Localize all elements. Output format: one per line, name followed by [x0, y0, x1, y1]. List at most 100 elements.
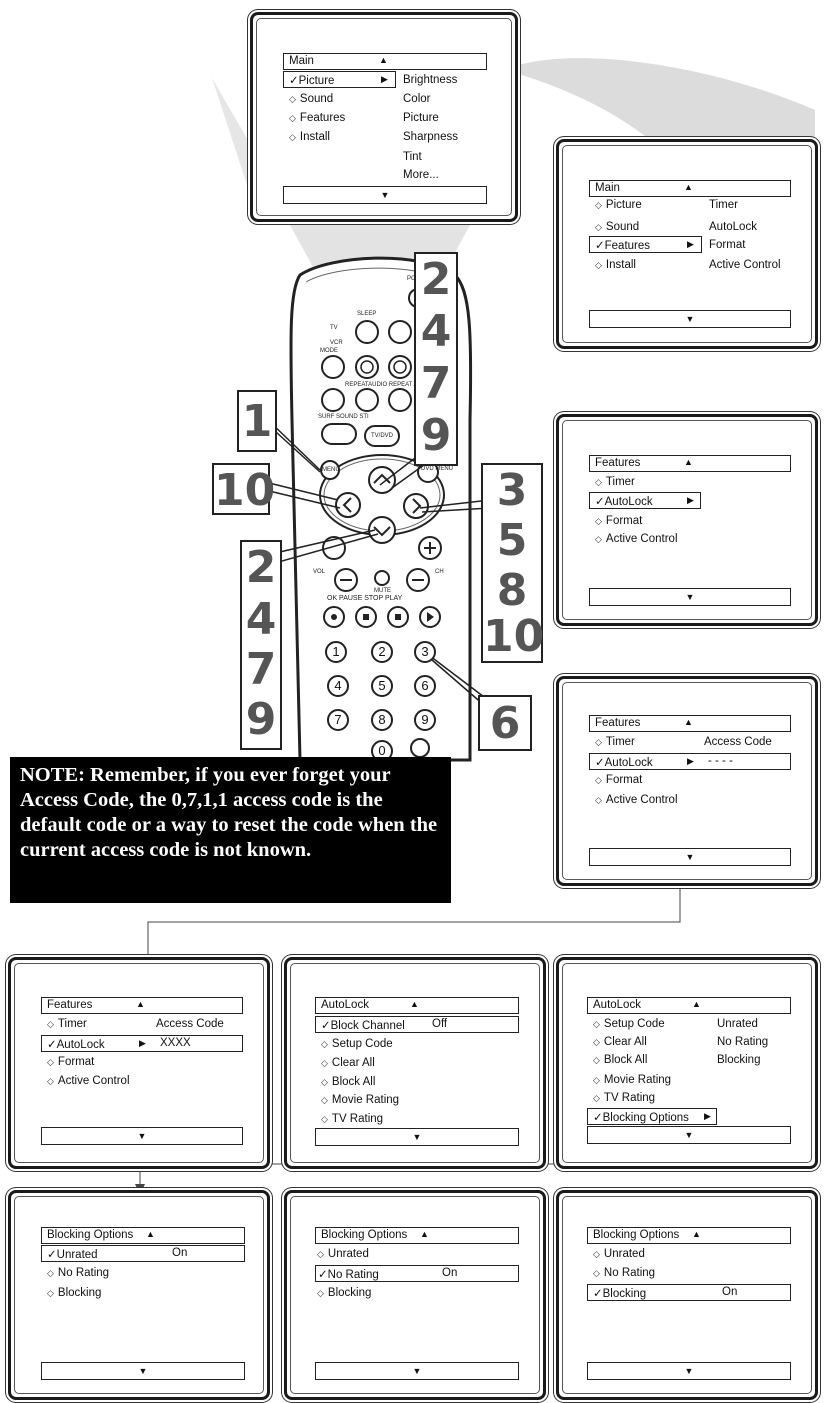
step-callout-6: 6 — [478, 695, 532, 751]
menu-header: Blocking Options▲ — [587, 1227, 791, 1244]
number-key: 9 — [414, 709, 436, 731]
tv-screen-autolock-block-channel: AutoLock▲ ✓Block Channel Off ◇Setup Code… — [284, 957, 546, 1169]
menu-item: ◇Features — [289, 112, 346, 124]
number-key: 5 — [371, 675, 393, 697]
submenu-item: Picture — [403, 112, 439, 124]
menu-item-selected: ✓Blocking On — [587, 1284, 791, 1301]
menu-header: Blocking Options▲ — [315, 1227, 519, 1244]
option-value: On — [442, 1267, 458, 1279]
menu-item: ◇Picture — [595, 199, 642, 211]
tvdvd-label: TV/DVD — [371, 433, 394, 439]
submenu-item: More... — [403, 169, 439, 181]
menu-item: ◇Blocking — [47, 1287, 102, 1299]
tv-screen-access-code-entry: Features▲ ◇Timer Access Code ✓AutoLock ▶… — [556, 676, 818, 886]
menu-header: Blocking Options▲ — [41, 1227, 245, 1244]
tv-screen-blocking-unrated: Blocking Options▲ ✓Unrated On ◇No Rating… — [8, 1190, 270, 1400]
menu-item-selected: ✓Block Channel Off — [315, 1016, 519, 1033]
menu-header: Features▲ — [589, 455, 791, 472]
menu-footer: ▼ — [41, 1362, 245, 1380]
tv-screen-main-picture: Main▲ ✓Picture ▶ ◇Sound ◇Features ◇Insta… — [250, 12, 518, 222]
menu-item-selected: ✓Unrated On — [41, 1245, 245, 1262]
transport-label: OK PAUSE STOP PLAY — [327, 595, 403, 602]
menu-item: ◇Timer — [595, 736, 635, 748]
menu-item-selected: ✓Picture ▶ — [283, 71, 396, 88]
menu-item: ◇Active Control — [595, 794, 678, 806]
sleep-label: SLEEP — [357, 311, 377, 317]
menu-item: ◇Unrated — [317, 1248, 369, 1260]
menu-header: Main▲ — [283, 53, 487, 70]
menu-item: ◇No Rating — [47, 1267, 110, 1279]
number-key: 7 — [327, 709, 349, 731]
menu-label: MENU — [322, 467, 340, 473]
submenu-item: Blocking — [717, 1054, 761, 1066]
submenu-item: AutoLock — [709, 221, 757, 233]
menu-item-selected: ✓AutoLock ▶ — [589, 492, 701, 509]
submenu-item: Tint — [403, 151, 422, 163]
tv-label: TV — [330, 325, 338, 331]
access-code-label: Access Code — [704, 736, 772, 748]
number-key: 6 — [414, 675, 436, 697]
ch-label: CH — [435, 569, 444, 575]
menu-item: ◇Format — [595, 774, 643, 786]
menu-footer: ▼ — [589, 588, 791, 606]
menu-header: AutoLock▲ — [587, 997, 791, 1014]
access-code-value: XXXX — [160, 1037, 191, 1049]
menu-item: ◇Clear All — [321, 1057, 375, 1069]
menu-item-selected: ✓AutoLock ▶ XXXX — [41, 1035, 243, 1052]
menu-header: Features▲ — [41, 997, 243, 1014]
tv-screen-autolock-blocking-options: AutoLock▲ ◇Setup Code ◇Clear All ◇Block … — [556, 957, 818, 1169]
access-code-label: Access Code — [156, 1018, 224, 1030]
repeat-label: REPEATAUDIO REPEAT A-B — [345, 382, 424, 388]
mute-label: MUTE — [374, 588, 391, 594]
step-callout-3-5-8-10: 3 5 8 10 — [481, 463, 545, 663]
menu-item: ◇Setup Code — [593, 1018, 665, 1030]
dvd-menu-label: DVD MENU — [421, 466, 454, 472]
block-channel-value: Off — [432, 1018, 448, 1030]
mode-label: MODE — [320, 348, 338, 354]
menu-header: AutoLock▲ — [315, 997, 519, 1014]
submenu-item: Brightness — [403, 74, 458, 86]
surf-label: SURF SOUND STI — [318, 414, 369, 420]
option-value: On — [172, 1247, 188, 1259]
submenu-item: Color — [403, 93, 431, 105]
menu-header: Main▲ — [589, 180, 791, 197]
menu-footer: ▼ — [41, 1127, 243, 1145]
option-value: On — [722, 1286, 738, 1298]
menu-footer: ▼ — [315, 1362, 519, 1380]
menu-item: ◇Timer — [47, 1018, 87, 1030]
number-key: 4 — [327, 675, 349, 697]
menu-item: ◇Blocking — [317, 1287, 372, 1299]
vol-label: VOL — [313, 569, 326, 575]
menu-header: Features▲ — [589, 715, 791, 732]
menu-item-selected: ✓AutoLock ▶ - - - - — [589, 753, 791, 770]
number-key: 3 — [414, 641, 436, 663]
number-key: 2 — [371, 641, 393, 663]
menu-item: ◇Block All — [593, 1054, 648, 1066]
tv-screen-access-code-xxxx: Features▲ ◇Timer Access Code ✓AutoLock ▶… — [8, 957, 270, 1169]
menu-item: ◇Unrated — [593, 1248, 645, 1260]
number-key: 1 — [325, 641, 347, 663]
number-key: 8 — [371, 709, 393, 731]
access-code-value: - - - - — [708, 755, 733, 767]
menu-footer: ▼ — [587, 1126, 791, 1144]
submenu-item: Timer — [709, 199, 738, 211]
menu-item: ◇TV Rating — [593, 1092, 656, 1104]
submenu-item: Format — [709, 239, 746, 251]
menu-item: ◇Timer — [595, 476, 635, 488]
menu-item: ◇Block All — [321, 1076, 376, 1088]
menu-footer: ▼ — [587, 1362, 791, 1380]
menu-item: ◇Install — [595, 259, 636, 271]
menu-item-selected: ✓Blocking Options ▶ — [587, 1108, 717, 1125]
step-callout-2-4-7-9-bottom: 2 4 7 9 — [240, 540, 282, 750]
menu-item: ◇TV Rating — [321, 1113, 384, 1125]
vcr-label: VCR — [330, 340, 343, 346]
submenu-item: Active Control — [709, 259, 781, 271]
submenu-item: Unrated — [717, 1018, 758, 1030]
tv-screen-features-autolock: Features▲ ◇Timer ✓AutoLock ▶ ◇Format ◇Ac… — [556, 414, 818, 626]
menu-item: ◇Sound — [289, 93, 334, 105]
tv-screen-blocking-blocking: Blocking Options▲ ◇Unrated ◇No Rating ✓B… — [556, 1190, 818, 1400]
menu-item-selected: ✓No Rating On — [315, 1265, 519, 1282]
submenu-item: Sharpness — [403, 131, 458, 143]
menu-item-selected: ✓Features ▶ — [589, 236, 702, 253]
access-code-note: NOTE: Remember, if you ever forget your … — [10, 757, 451, 903]
